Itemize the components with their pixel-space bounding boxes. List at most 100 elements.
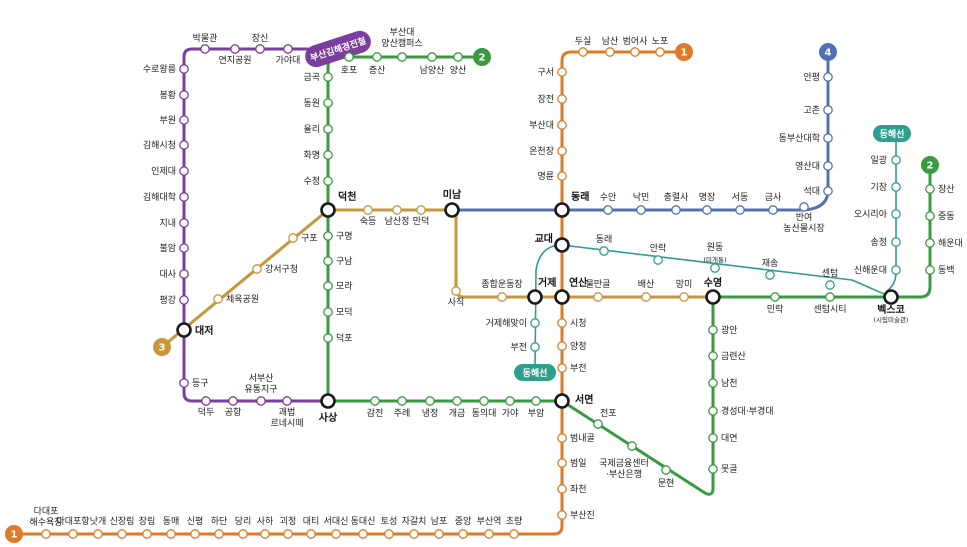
station-gimhaedaehak-label[interactable]: 김해대학: [143, 191, 176, 203]
station-centum-marker[interactable]: [825, 280, 835, 290]
station-seomyeon-label[interactable]: 서면: [575, 393, 593, 406]
station-hopo-marker[interactable]: [344, 52, 354, 62]
station-suyeong-marker[interactable]: [705, 289, 721, 305]
station-gimhaedaehak-marker[interactable]: [179, 192, 189, 202]
station-gamjeon-label[interactable]: 감전: [367, 407, 384, 419]
station-natgae-label[interactable]: 낫개: [90, 516, 107, 527]
station-sports_complex-label[interactable]: 종합운동장: [481, 279, 522, 290]
station-geoje-marker[interactable]: [527, 289, 543, 305]
station-mora-label[interactable]: 모라: [336, 281, 353, 292]
station-deungu-label[interactable]: 등구: [192, 378, 209, 389]
station-gochon-label[interactable]: 고촌: [803, 105, 820, 116]
station-dadaepo_beach-marker[interactable]: [41, 529, 51, 539]
station-ilgwang-label[interactable]: 일광: [870, 154, 887, 166]
station-sinhaeundae-label[interactable]: 신해운대: [854, 265, 887, 276]
station-sicheong-label[interactable]: 시청: [570, 318, 587, 329]
station-dongnae-marker[interactable]: [554, 202, 570, 218]
station-oncheonjang-label[interactable]: 온천장: [529, 146, 554, 157]
station-myeongnyun-marker[interactable]: [557, 171, 567, 181]
station-dadaepo_port-marker[interactable]: [68, 529, 78, 539]
station-jung_dong-label[interactable]: 중동: [938, 211, 955, 222]
badge-line1-bottom-circle[interactable]: [5, 525, 23, 543]
station-kyungsung-label[interactable]: 경성대·부경대: [721, 405, 774, 417]
station-motgol-marker[interactable]: [708, 464, 718, 474]
station-modeok-label[interactable]: 모덕: [336, 307, 353, 318]
station-seodaesin-marker[interactable]: [331, 529, 341, 539]
station-hadan-marker[interactable]: [214, 529, 224, 539]
station-centum-label[interactable]: 센텀: [822, 267, 839, 279]
station-nangmin-marker[interactable]: [636, 205, 646, 215]
station-gwangan-marker[interactable]: [708, 325, 718, 335]
station-hwamyeong-label[interactable]: 화명: [303, 150, 320, 161]
station-anpyeong-marker[interactable]: [823, 72, 833, 82]
station-sinjangrim-marker[interactable]: [117, 529, 127, 539]
station-buram-marker[interactable]: [179, 243, 189, 253]
station-namsanjeong-label[interactable]: 남산정: [385, 216, 410, 227]
station-pnu_yangsan-marker[interactable]: [397, 52, 407, 62]
station-deokdu-label[interactable]: 덕두: [198, 407, 215, 418]
station-yeonsan-marker[interactable]: [554, 289, 570, 305]
station-injedae-label[interactable]: 인제대: [151, 166, 176, 177]
station-beomeosa-label[interactable]: 범어사: [623, 36, 649, 47]
station-mulmangol-marker[interactable]: [593, 292, 603, 302]
station-munhyeon-label[interactable]: 문현: [658, 478, 675, 489]
station-jungang-label[interactable]: 중앙: [455, 515, 472, 527]
station-busanjin-marker[interactable]: [557, 510, 567, 520]
station-dongmae-label[interactable]: 동매: [163, 516, 180, 527]
station-gaegeum-marker[interactable]: [452, 396, 462, 406]
station-wondong-label[interactable]: 원동: [707, 242, 724, 253]
station-chegyukgongwon-label[interactable]: 체육공원: [226, 294, 259, 305]
station-sinjangrim-label[interactable]: 신장림: [110, 515, 135, 527]
station-bexco-label[interactable]: 벡스코: [877, 303, 905, 316]
station-dongmae-marker[interactable]: [166, 529, 176, 539]
station-gupo-marker[interactable]: [288, 233, 298, 243]
station-munhyeon-marker[interactable]: [661, 465, 671, 475]
station-deokpo-label[interactable]: 덕포: [336, 333, 353, 344]
station-jwacheon-label[interactable]: 좌천: [570, 484, 587, 495]
station-seobusan-marker[interactable]: [256, 396, 266, 406]
station-busanjin-label[interactable]: 부산진: [570, 510, 595, 521]
station-dongeui-label[interactable]: 동의대: [472, 408, 497, 419]
station-nangmin-label[interactable]: 낙민: [633, 192, 650, 203]
station-goejeong-marker[interactable]: [283, 529, 293, 539]
station-geoje_haemaji-marker[interactable]: [530, 318, 540, 328]
station-jurye-marker[interactable]: [397, 396, 407, 406]
station-geumsa-label[interactable]: 금사: [765, 192, 782, 203]
station-gamjeon-marker[interactable]: [370, 396, 380, 406]
station-gochon-marker[interactable]: [823, 105, 833, 115]
station-gangseogucheong-marker[interactable]: [252, 264, 262, 274]
station-allak-label[interactable]: 안락: [650, 242, 667, 254]
station-nampo-marker[interactable]: [434, 529, 444, 539]
station-sinpyeong-marker[interactable]: [190, 529, 200, 539]
station-namsan-label[interactable]: 남산: [602, 36, 619, 47]
station-sports_complex-marker[interactable]: [497, 292, 507, 302]
station-buwon-label[interactable]: 부원: [159, 115, 176, 126]
station-busan_station-label[interactable]: 부산역: [477, 516, 502, 527]
station-seomyeon-marker[interactable]: [554, 393, 570, 409]
station-songjeong-label[interactable]: 송정: [870, 237, 887, 248]
station-jangsan-marker[interactable]: [925, 184, 935, 194]
station-seokdae-label[interactable]: 석대: [803, 186, 820, 197]
station-namyangsan-marker[interactable]: [427, 52, 437, 62]
badge-line2-top-circle[interactable]: [473, 48, 491, 66]
station-yangjeong-label[interactable]: 양정: [570, 341, 587, 352]
station-gayadae-marker[interactable]: [283, 44, 293, 54]
station-haeundae-label[interactable]: 해운대: [938, 238, 963, 249]
station-seodaesin-label[interactable]: 서대신: [324, 516, 349, 527]
station-jinae-label[interactable]: 지내: [159, 218, 176, 229]
station-motgol-label[interactable]: 못골: [721, 464, 738, 475]
station-sujeong-marker[interactable]: [323, 176, 333, 186]
station-dongnae_dh-label[interactable]: 동래: [596, 234, 613, 245]
station-millak-marker[interactable]: [770, 292, 780, 302]
station-gunam-label[interactable]: 구남: [336, 256, 353, 267]
station-sajik-label[interactable]: 사직: [448, 297, 465, 308]
station-geumsa-marker[interactable]: [768, 205, 778, 215]
station-jeonpo-label[interactable]: 전포: [600, 408, 617, 419]
station-sinhaeundae-marker[interactable]: [891, 265, 901, 275]
station-mora-marker[interactable]: [323, 281, 333, 291]
station-hadan-label[interactable]: 하단: [211, 516, 228, 527]
station-toseong-marker[interactable]: [384, 529, 394, 539]
station-kyungsung-marker[interactable]: [708, 406, 718, 416]
station-gumyeong-label[interactable]: 구명: [336, 231, 353, 242]
